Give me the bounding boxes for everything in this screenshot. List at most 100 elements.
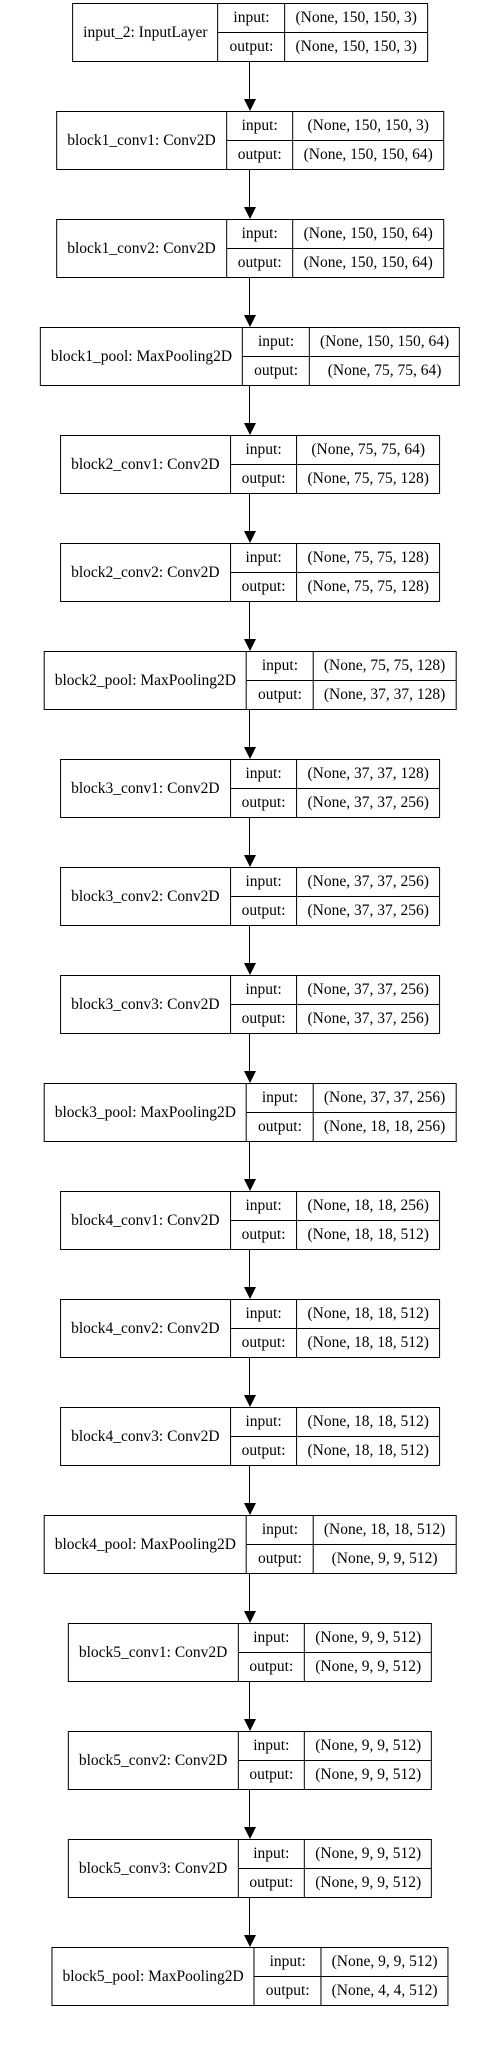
output-label: output: (238, 1760, 306, 1789)
input-shape: (None, 18, 18, 512) (297, 1300, 439, 1329)
output-shape: (None, 18, 18, 512) (307, 1441, 429, 1459)
input-label: input: (230, 436, 298, 465)
output-shape: (None, 9, 9, 512) (315, 1765, 422, 1783)
arrowhead-icon (244, 1827, 256, 1839)
output-label: output: (231, 464, 298, 493)
input-shape: (None, 75, 75, 128) (297, 544, 439, 573)
arrowhead-icon (244, 1611, 256, 1623)
layer-name: block2_pool: MaxPooling2D (45, 652, 247, 709)
input-label: input: (246, 1084, 314, 1113)
layer-name: block4_conv2: Conv2D (61, 1300, 231, 1357)
edge-line (249, 278, 251, 315)
output-shape: (None, 150, 150, 64) (303, 253, 433, 271)
output-label: output: (247, 680, 314, 709)
layer-name: block3_pool: MaxPooling2D (45, 1084, 247, 1141)
layer-name: block3_conv1: Conv2D (61, 760, 231, 817)
input-label: input: (230, 760, 298, 789)
layer-name: block5_pool: MaxPooling2D (52, 1948, 255, 2005)
layer-io-table: input:(None, 9, 9, 512)output:(None, 9, … (238, 1732, 432, 1789)
input-label: input: (218, 4, 286, 33)
layer-io-table: input:(None, 150, 150, 3)output:(None, 1… (218, 4, 427, 61)
output-label: output: (231, 572, 298, 601)
edge-line (249, 710, 251, 747)
arrowhead-icon (244, 1935, 256, 1947)
layer-io-table: input:(None, 18, 18, 256)output:(None, 1… (230, 1192, 439, 1249)
output-label: output: (238, 1868, 306, 1897)
input-shape: (None, 75, 75, 128) (313, 652, 456, 681)
edge-line (249, 1034, 251, 1071)
edge-line (249, 386, 251, 423)
output-shape: (None, 75, 75, 128) (307, 469, 429, 487)
output-shape: (None, 150, 150, 3) (295, 37, 417, 55)
edge-line (249, 818, 251, 855)
input-shape: (None, 150, 150, 64) (310, 328, 460, 357)
input-shape: (None, 150, 150, 3) (285, 4, 427, 33)
arrowhead-icon (244, 963, 256, 975)
output-label: output: (227, 248, 294, 277)
edge-line (249, 1574, 251, 1611)
layer-name: block2_conv2: Conv2D (61, 544, 231, 601)
layer-name: block1_conv2: Conv2D (57, 220, 227, 277)
layer-io-table: input:(None, 37, 37, 256)output:(None, 3… (230, 976, 439, 1033)
input-shape: (None, 150, 150, 64) (293, 220, 443, 249)
input-label: input: (230, 544, 298, 573)
layer-name: block1_conv1: Conv2D (57, 112, 227, 169)
arrowhead-icon (244, 639, 256, 651)
layer-name: block2_conv1: Conv2D (61, 436, 231, 493)
layer-io-table: input:(None, 18, 18, 512)output:(None, 9… (246, 1516, 456, 1573)
input-shape: (None, 37, 37, 256) (313, 1084, 456, 1113)
output-shape: (None, 18, 18, 512) (307, 1333, 429, 1351)
output-shape: (None, 9, 9, 512) (315, 1657, 422, 1675)
edge-line (249, 62, 251, 99)
output-label: output: (243, 356, 311, 385)
layer-io-table: input:(None, 150, 150, 3)output:(None, 1… (226, 112, 443, 169)
layer-io-table: input:(None, 75, 75, 128)output:(None, 7… (230, 544, 439, 601)
layer-io-table: input:(None, 37, 37, 128)output: (None, 3… (230, 760, 439, 817)
layer-name: block4_pool: MaxPooling2D (45, 1516, 247, 1573)
layer-name: block5_conv1: Conv2D (69, 1624, 239, 1681)
edge-line (249, 1898, 251, 1935)
layer-name: block5_conv2: Conv2D (69, 1732, 239, 1789)
input-shape: (None, 37, 37, 128) (297, 760, 439, 789)
input-shape: (None, 18, 18, 512) (297, 1408, 439, 1437)
arrowhead-icon (244, 1179, 256, 1191)
layer-io-table: input:(None, 150, 150, 64)output:(None, … (226, 220, 443, 277)
output-label: output: (231, 1328, 298, 1357)
arrowhead-icon (244, 1719, 256, 1731)
output-shape: (None, 18, 18, 512) (307, 1225, 429, 1243)
output-shape: (None, 18, 18, 256) (323, 1117, 446, 1135)
input-label: input: (243, 328, 311, 357)
arrowhead-icon (244, 315, 256, 327)
output-shape: (None, 150, 150, 64) (303, 145, 433, 163)
edge-line (249, 1682, 251, 1719)
input-shape: (None, 37, 37, 256) (297, 976, 439, 1005)
layer-io-table: input:(None, 9, 9, 512)output:(None, 4, … (254, 1948, 448, 2005)
output-shape: (None, 37, 37, 256) (307, 793, 429, 811)
input-label: input: (230, 976, 298, 1005)
output-label: output: (231, 1004, 298, 1033)
input-shape: (None, 37, 37, 256) (297, 868, 439, 897)
input-label: input: (238, 1624, 306, 1653)
layer-name: block3_conv3: Conv2D (61, 976, 231, 1033)
input-shape: (None, 75, 75, 64) (297, 436, 439, 465)
input-label: input: (230, 1192, 298, 1221)
arrowhead-icon (244, 531, 256, 543)
arrowhead-icon (244, 1503, 256, 1515)
output-label: output: (231, 1220, 298, 1249)
input-label: input: (230, 868, 298, 897)
output-label: output: (231, 788, 298, 817)
input-label: input: (254, 1948, 322, 1977)
input-shape: (None, 9, 9, 512) (305, 1732, 432, 1761)
